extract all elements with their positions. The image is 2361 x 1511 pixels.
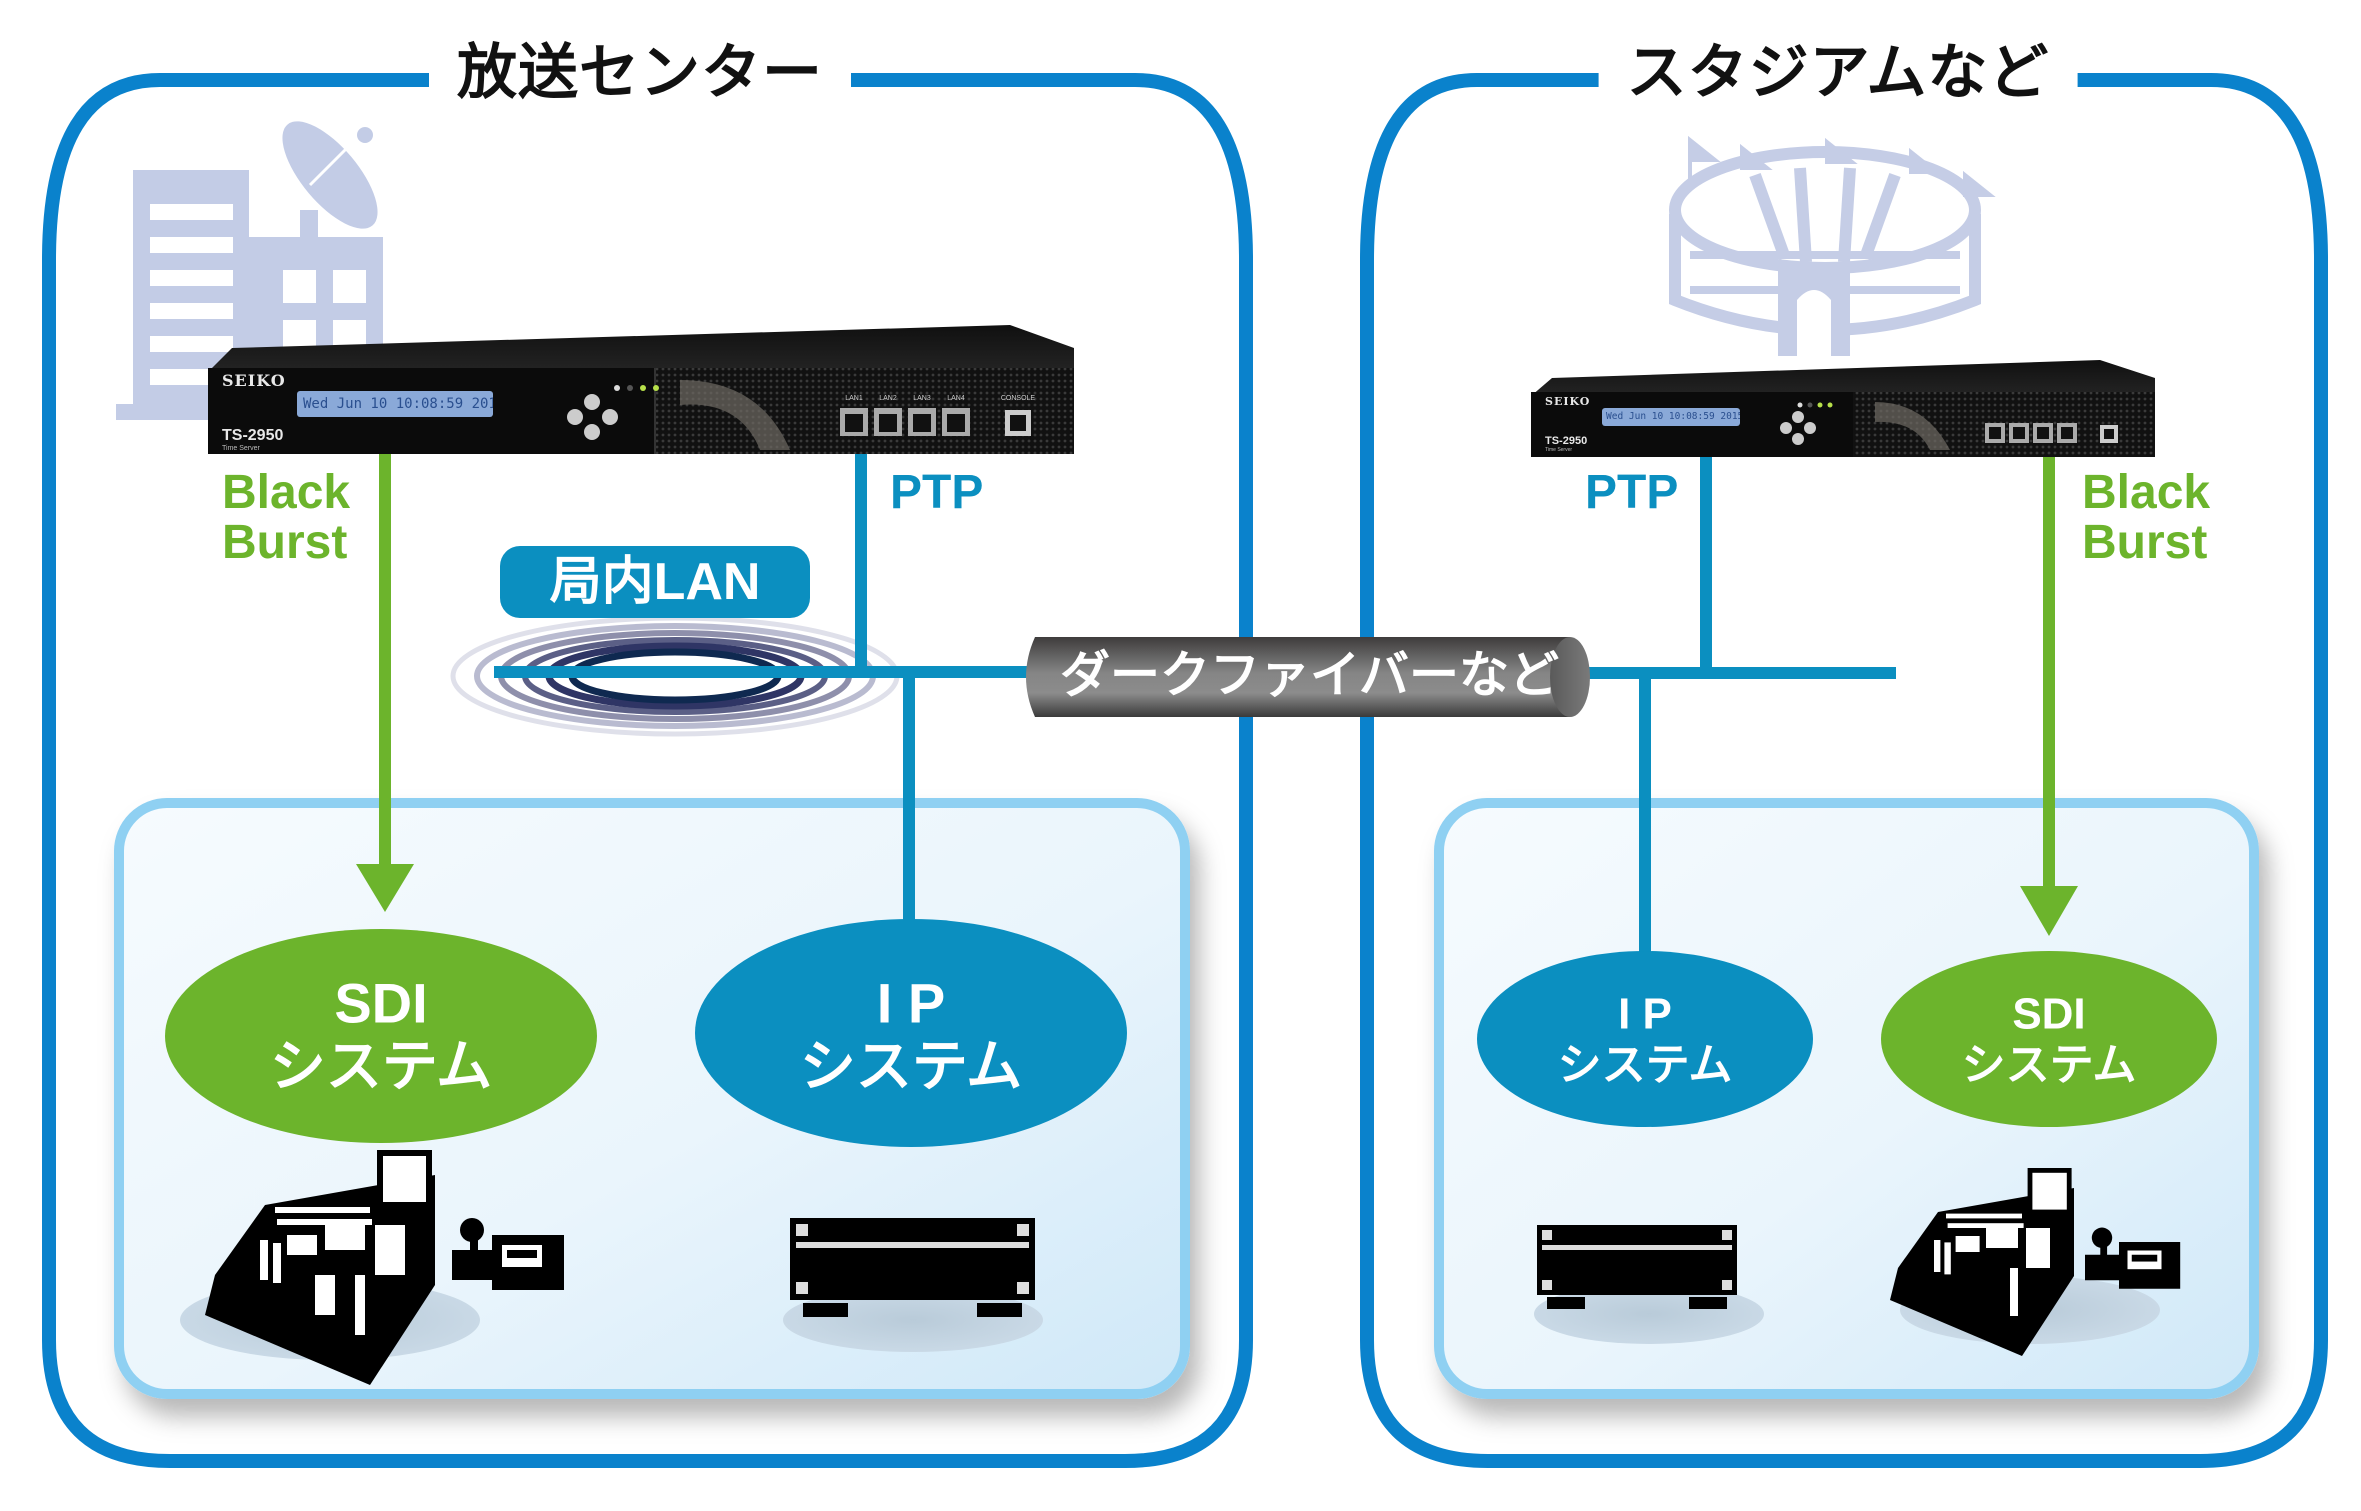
right-device-display: Wed Jun 10 10:08:59 2015 bbox=[1602, 408, 1740, 426]
rack-equipment-icon bbox=[1534, 1225, 1764, 1344]
left-black-burst-label: Black Burst bbox=[222, 466, 351, 569]
left-port-label: LAN3 bbox=[913, 395, 931, 402]
left-ip-system-label: I P システム bbox=[799, 971, 1023, 1100]
right-black-burst-arrowhead bbox=[2020, 886, 2078, 936]
left-sdi-system-label: SDI システム bbox=[269, 971, 493, 1100]
right-sdi-system-ellipse bbox=[1881, 951, 2217, 1127]
right-ptp-label: PTP bbox=[1585, 466, 1679, 519]
left-port-label: LAN4 bbox=[947, 395, 965, 402]
right-device-subtitle: Time Server bbox=[1545, 447, 1573, 453]
right-device-brand: SEIKO bbox=[1545, 395, 1591, 408]
right-ip-system-label: I P システム bbox=[1557, 989, 1733, 1090]
left-black-burst-arrowhead bbox=[356, 864, 414, 912]
right-ip-system-ellipse bbox=[1477, 951, 1813, 1127]
right-black-burst-label: Black Burst bbox=[2082, 466, 2211, 569]
rack-equipment-icon bbox=[783, 1218, 1043, 1352]
left-device-display: Wed Jun 10 10:08:59 2015 bbox=[297, 391, 493, 417]
dark-fiber-label: ダークファイバーなど bbox=[1060, 646, 1559, 704]
left-device-brand: SEIKO bbox=[222, 371, 286, 390]
left-port-label: LAN1 bbox=[845, 395, 863, 402]
dark-fiber-cylinder bbox=[1026, 637, 1590, 717]
lan-badge: 局内LAN bbox=[500, 546, 810, 618]
left-device-model-number: TS-2950 bbox=[222, 427, 284, 444]
left-device-subtitle: Time Server bbox=[222, 445, 260, 452]
left-ip-system-ellipse bbox=[695, 919, 1127, 1147]
switcher-console-and-camera-icon bbox=[1890, 1168, 2181, 1356]
black-burst-lines bbox=[356, 454, 2078, 936]
stadium-title: スタジアムなど bbox=[1598, 36, 2078, 110]
building-with-satellite-dish-icon bbox=[116, 121, 383, 420]
right-sdi-system-label: SDI システム bbox=[1961, 989, 2137, 1090]
left-port-label: LAN2 bbox=[879, 395, 897, 402]
left-device-model: TS-2950 Time Server bbox=[222, 427, 283, 452]
left-ptp-label: PTP bbox=[890, 466, 984, 519]
left-port-label: CONSOLE bbox=[1000, 395, 1036, 402]
switcher-console-and-camera-icon bbox=[180, 1150, 564, 1385]
broadcast-center-frame bbox=[42, 73, 1253, 1468]
ptp-network-lines bbox=[494, 454, 1896, 955]
right-device-model: TS-2950 Time Server bbox=[1545, 435, 1587, 453]
stadium-icon bbox=[1669, 135, 1996, 356]
broadcast-center-title: 放送センター bbox=[429, 36, 851, 110]
left-sdi-system-ellipse bbox=[165, 929, 597, 1143]
stadium-frame bbox=[1360, 73, 2328, 1468]
right-time-server-device bbox=[1531, 360, 2155, 457]
right-device-model-number: TS-2950 bbox=[1545, 435, 1588, 447]
